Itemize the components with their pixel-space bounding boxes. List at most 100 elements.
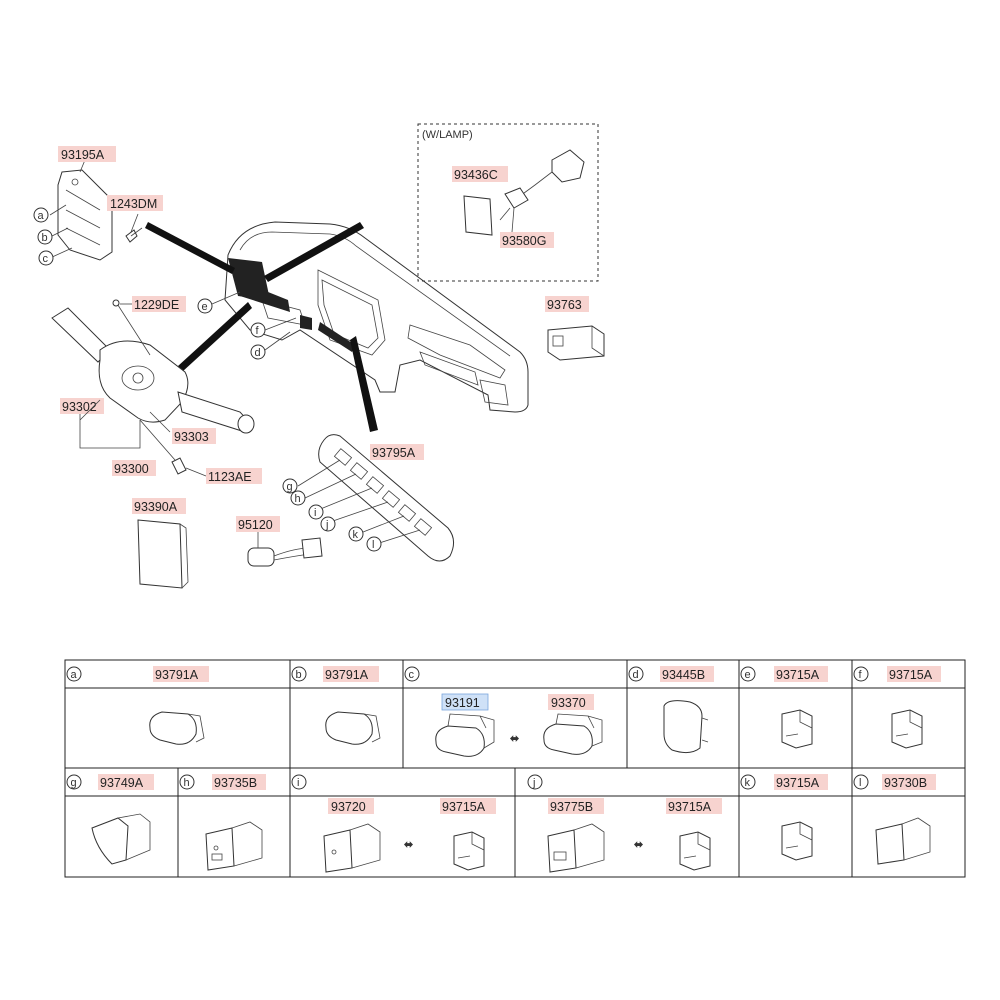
svg-text:93195A: 93195A — [61, 148, 105, 162]
svg-text:b: b — [296, 669, 302, 681]
legend-cell-h: h 93735B — [179, 774, 266, 871]
svg-text:93749A: 93749A — [100, 776, 144, 790]
pointer-wedges — [145, 222, 378, 432]
circle-letter-f: f — [250, 322, 266, 338]
callout-1123AE: 1123AE — [185, 467, 262, 484]
legend-cell-g: g 93749A — [66, 774, 154, 865]
svg-text:95120: 95120 — [238, 518, 273, 532]
svg-text:g: g — [71, 777, 77, 789]
switch-panel-93795A-illustration — [297, 434, 454, 562]
svg-text:i: i — [297, 777, 299, 789]
svg-text:e: e — [745, 669, 751, 681]
callout-1243DM: 1243DM — [107, 195, 163, 211]
cover-93390A-illustration — [137, 519, 189, 589]
svg-text:93303: 93303 — [174, 430, 209, 444]
svg-text:93191: 93191 — [445, 696, 480, 710]
svg-text:93436C: 93436C — [454, 168, 498, 182]
svg-text:93715A: 93715A — [442, 800, 486, 814]
svg-text:a: a — [38, 210, 45, 222]
legend-cell-i: i 93720 93715A ⬌ — [291, 774, 496, 873]
svg-text:d: d — [255, 347, 261, 359]
callout-93195A: 93195A — [58, 146, 116, 162]
legend-cell-c: c 93191 93370 ⬌ — [404, 666, 603, 757]
legend-cell-f: f 93715A — [853, 666, 941, 749]
svg-text:h: h — [295, 493, 301, 505]
circle-letter-h: h — [290, 490, 306, 506]
screw-1243DM-illustration — [125, 213, 143, 243]
svg-text:93791A: 93791A — [325, 668, 369, 682]
legend-cell-l: l 93730B — [853, 774, 936, 865]
svg-text:1229DE: 1229DE — [134, 298, 179, 312]
svg-text:l: l — [372, 539, 374, 551]
svg-text:93370: 93370 — [551, 696, 586, 710]
svg-text:g: g — [287, 481, 293, 493]
circle-callouts: a b c e f d g h i j k l — [33, 207, 382, 552]
svg-text:(W/LAMP): (W/LAMP) — [422, 129, 473, 141]
svg-text:1243DM: 1243DM — [110, 197, 157, 211]
callout-93580G: 93580G — [500, 207, 554, 248]
svg-text:93580G: 93580G — [502, 234, 546, 248]
bracket-93195A-illustration — [49, 159, 113, 261]
svg-text:1123AE: 1123AE — [208, 470, 252, 484]
svg-text:93445B: 93445B — [662, 668, 705, 682]
legend-cell-k: k 93715A — [740, 774, 828, 861]
svg-text:93720: 93720 — [331, 800, 366, 814]
svg-text:93390A: 93390A — [134, 500, 178, 514]
svg-text:93763: 93763 — [547, 298, 582, 312]
svg-text:93775B: 93775B — [550, 800, 593, 814]
circle-letter-g: g — [282, 478, 298, 494]
callout-93795A: 93795A — [370, 444, 424, 460]
callout-95120: 95120 — [236, 516, 280, 548]
svg-text:93715A: 93715A — [668, 800, 712, 814]
circle-letter-b: b — [37, 229, 53, 245]
svg-text:l: l — [859, 777, 861, 789]
svg-text:k: k — [745, 777, 751, 789]
svg-text:93795A: 93795A — [372, 446, 416, 460]
callout-93302: 93302 — [60, 398, 141, 449]
callout-93300: 93300 — [112, 460, 156, 476]
svg-text:h: h — [184, 777, 190, 789]
svg-text:93791A: 93791A — [155, 668, 199, 682]
svg-text:93715A: 93715A — [776, 668, 820, 682]
circle-letter-l: l — [366, 536, 382, 552]
svg-text:93302: 93302 — [62, 400, 97, 414]
svg-text:93300: 93300 — [114, 462, 149, 476]
svg-text:e: e — [202, 301, 208, 313]
svg-text:a: a — [71, 669, 78, 681]
svg-text:i: i — [314, 507, 316, 519]
sensor-95120-illustration — [247, 537, 323, 567]
svg-text:c: c — [409, 669, 415, 681]
svg-text:⬌: ⬌ — [509, 733, 520, 745]
circle-letter-i: i — [308, 504, 324, 520]
legend-table — [64, 659, 966, 878]
callout-93303: 93303 — [149, 411, 216, 444]
svg-text:b: b — [42, 232, 48, 244]
svg-text:f: f — [859, 669, 863, 681]
callout-1229DE: 1229DE — [120, 296, 186, 312]
legend-cell-d: d 93445B — [628, 666, 714, 754]
svg-text:93715A: 93715A — [776, 776, 820, 790]
circle-letter-d: d — [250, 344, 266, 360]
svg-text:k: k — [353, 529, 359, 541]
svg-text:j: j — [532, 777, 535, 789]
wlamp-box — [417, 123, 599, 282]
callout-93436C: 93436C — [452, 166, 508, 182]
circle-letter-e: e — [197, 298, 213, 314]
callout-93763: 93763 — [545, 296, 589, 312]
svg-text:f: f — [256, 325, 260, 337]
svg-text:c: c — [43, 253, 49, 265]
circle-letter-a: a — [33, 207, 49, 223]
svg-text:93730B: 93730B — [884, 776, 927, 790]
switch-93763-illustration — [547, 325, 605, 361]
circle-letter-c: c — [38, 250, 54, 266]
circle-letter-k: k — [348, 526, 364, 542]
callout-wlamp: (W/LAMP) — [422, 129, 473, 141]
svg-text:93715A: 93715A — [889, 668, 933, 682]
svg-text:93735B: 93735B — [214, 776, 257, 790]
svg-text:d: d — [633, 669, 639, 681]
dashboard-illustration — [224, 221, 529, 413]
svg-text:⬌: ⬌ — [633, 839, 644, 851]
circle-letter-j: j — [320, 516, 336, 532]
legend-cell-j: j 93775B 93715A ⬌ — [527, 774, 722, 873]
